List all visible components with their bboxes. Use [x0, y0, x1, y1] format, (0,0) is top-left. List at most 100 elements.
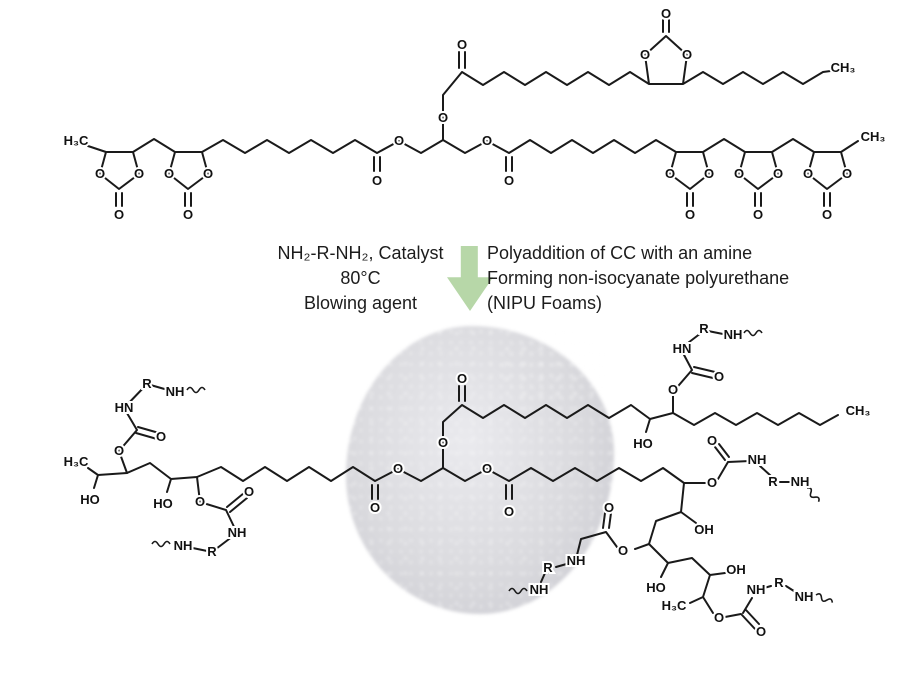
bond: [118, 383, 176, 474]
atom-label: OH: [726, 562, 746, 577]
atom-label: NH: [174, 538, 193, 553]
reaction-conditions: NH₂-R-NH₂, Catalyst 80°C Blowing agent: [243, 241, 478, 316]
atom-label: O: [773, 166, 783, 181]
bond: [717, 460, 794, 483]
atom-label: NH: [791, 474, 810, 489]
wavy-bond: [186, 386, 206, 394]
atom-label: O: [704, 166, 714, 181]
atom-label: O: [372, 173, 382, 188]
atom-label: O: [803, 166, 813, 181]
atom-label: O: [183, 207, 193, 222]
atom-label: O: [394, 133, 404, 148]
double-bond: [602, 512, 612, 529]
atom-label: R: [768, 474, 778, 489]
atom-label: O: [457, 371, 467, 386]
atom-label: O: [604, 500, 614, 515]
atom-label: HO: [80, 492, 100, 507]
bond-network-product: [87, 329, 839, 630]
bond: [442, 395, 839, 469]
wavy-bond: [508, 587, 528, 595]
atom-label: O: [661, 6, 671, 21]
atom-label: CH₃: [846, 403, 871, 418]
atom-label: HO: [633, 436, 653, 451]
double-bond: [714, 443, 730, 461]
atom-label: O: [842, 166, 852, 181]
atom-label: NH: [530, 582, 549, 597]
atom-label: O: [504, 173, 514, 188]
atom-label: NH: [748, 452, 767, 467]
atom-label: O: [203, 166, 213, 181]
atom-label: R: [543, 560, 553, 575]
atom-label: NH: [228, 525, 247, 540]
atom-label: NH: [166, 384, 185, 399]
atom-label: O: [618, 543, 628, 558]
atom-label: NH: [795, 589, 814, 604]
atom-label: O: [393, 461, 403, 476]
atom-label: O: [244, 484, 254, 499]
atom-label: O: [195, 494, 205, 509]
atom-label: O: [665, 166, 675, 181]
atom-label: OH: [694, 522, 714, 537]
double-bond: [371, 385, 513, 500]
description-line-1: Polyaddition of CC with an amine: [487, 243, 753, 263]
atom-label: O: [482, 461, 492, 476]
atom-label: HO: [646, 580, 666, 595]
bond: [87, 138, 444, 190]
bond: [648, 543, 798, 618]
atom-label: O: [714, 610, 724, 625]
description-line-2: Forming non-isocyanate polyurethane: [487, 268, 790, 288]
atom-label: O: [685, 207, 695, 222]
atom-label: O: [756, 624, 766, 639]
atom-label: O: [707, 475, 717, 490]
atom-label: O: [482, 133, 492, 148]
bond: [442, 467, 707, 484]
atom-label: R: [142, 376, 152, 391]
double-bond: [135, 426, 160, 440]
atom-label: O: [156, 429, 166, 444]
double-bond: [741, 609, 760, 630]
atom-label: R: [207, 544, 217, 559]
atom-label: H₃C: [662, 598, 687, 613]
atom-label: O: [734, 166, 744, 181]
bond: [672, 330, 724, 393]
wavy-bond: [743, 329, 763, 337]
bond-network-reactant: [87, 19, 859, 207]
description-line-3: (NIPU Foams): [487, 293, 603, 313]
atom-label: O: [707, 433, 717, 448]
atom-label: O: [714, 369, 724, 384]
atom-label: O: [438, 435, 448, 450]
foam-image-bump: [497, 327, 609, 407]
atom-label: O: [95, 166, 105, 181]
atom-label: CH₃: [861, 129, 886, 144]
bond: [87, 462, 444, 493]
atom-label: H₃C: [64, 133, 89, 148]
atom-label: HN: [673, 341, 692, 356]
reaction-description: Polyaddition of CC with an amine Forming…: [487, 241, 827, 316]
atom-label: O: [438, 110, 448, 125]
atom-label: NH: [567, 553, 586, 568]
wavy-bond: [815, 593, 834, 603]
atom-label: NH: [724, 327, 743, 342]
atom-label: O: [822, 207, 832, 222]
bond: [442, 35, 839, 141]
wavy-bond: [806, 487, 820, 503]
atom-label: O: [114, 443, 124, 458]
atom-label: O: [753, 207, 763, 222]
atom-label: H₃C: [64, 454, 89, 469]
double-bond: [691, 366, 716, 379]
atom-label: O: [682, 47, 692, 62]
atom-label: O: [640, 47, 650, 62]
atom-label: O: [668, 382, 678, 397]
double-bond: [226, 492, 248, 513]
double-bond: [115, 19, 831, 207]
atom-label: O: [164, 166, 174, 181]
atom-label: HO: [153, 496, 173, 511]
bond: [182, 476, 238, 553]
conditions-line-1: NH₂-R-NH₂, Catalyst: [277, 243, 444, 263]
atom-label: CH₃: [831, 60, 856, 75]
bond: [442, 138, 859, 190]
conditions-line-2: 80°C: [340, 268, 381, 288]
